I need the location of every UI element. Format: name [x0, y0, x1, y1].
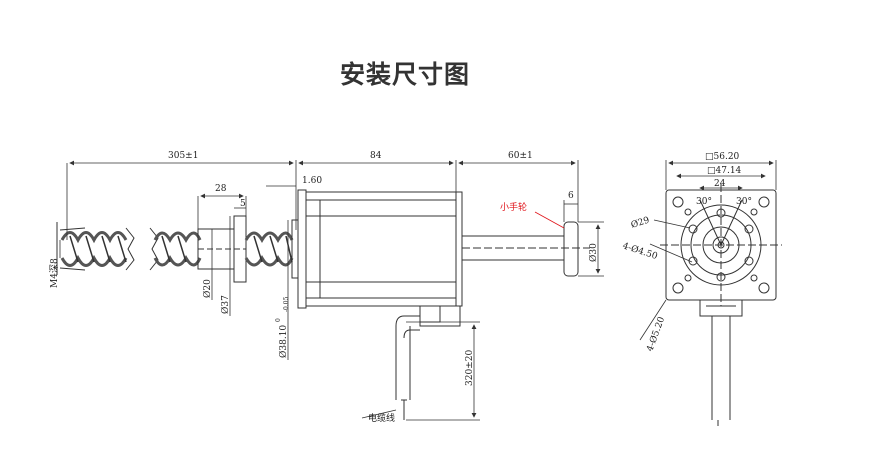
- dim-dia-38-10: Ø38.10: [278, 325, 289, 358]
- lead-screw-right: [244, 231, 294, 267]
- dim-60: 60±1: [508, 151, 533, 161]
- cable-label: 电缆线: [368, 412, 395, 424]
- angle-30-left: 30°: [696, 197, 712, 207]
- end-dimensions: [639, 160, 777, 341]
- nut-flange: [197, 215, 247, 283]
- dim-1-60: 1.60: [302, 176, 322, 186]
- dim-305: 305±1: [168, 151, 198, 161]
- dim-dia-37: Ø37: [220, 295, 231, 314]
- dim-320: 320±20: [465, 350, 475, 386]
- dim-dia-29: Ø29: [630, 214, 652, 230]
- dim-84: 84: [370, 151, 382, 161]
- dim-5: 5: [240, 199, 246, 209]
- rear-shaft-handwheel: [461, 221, 590, 277]
- dim-4-dia-4-50: 4-Ø4.50: [621, 240, 659, 262]
- dim-4-dia-5-20: 4-Ø5.20: [644, 315, 667, 353]
- dim-dia-30: Ø30: [588, 243, 599, 262]
- lead-screw-mid: [149, 227, 202, 271]
- dim-sq-47-14: □47.14: [707, 166, 742, 176]
- cable: [395, 305, 461, 420]
- side-dimensions: [59, 160, 604, 421]
- motor-body: [291, 189, 463, 309]
- lead-screw-left: [56, 222, 135, 275]
- dim-28: 28: [215, 184, 227, 194]
- tol-upper: 0: [275, 318, 282, 322]
- dim-dia-20: Ø20: [202, 279, 213, 298]
- dim-m4: M4深8: [49, 258, 60, 288]
- dim-6: 6: [568, 191, 574, 201]
- dim-sq-56-20: □56.20: [705, 152, 740, 162]
- side-view: [56, 189, 590, 420]
- handwheel-label: 小手轮: [500, 201, 527, 213]
- tol-lower: -0.05: [283, 296, 290, 312]
- page-title: 安装尺寸图: [339, 60, 470, 89]
- end-view: [660, 184, 782, 426]
- angle-30-right: 30°: [736, 197, 752, 207]
- dim-24: 24: [714, 179, 726, 189]
